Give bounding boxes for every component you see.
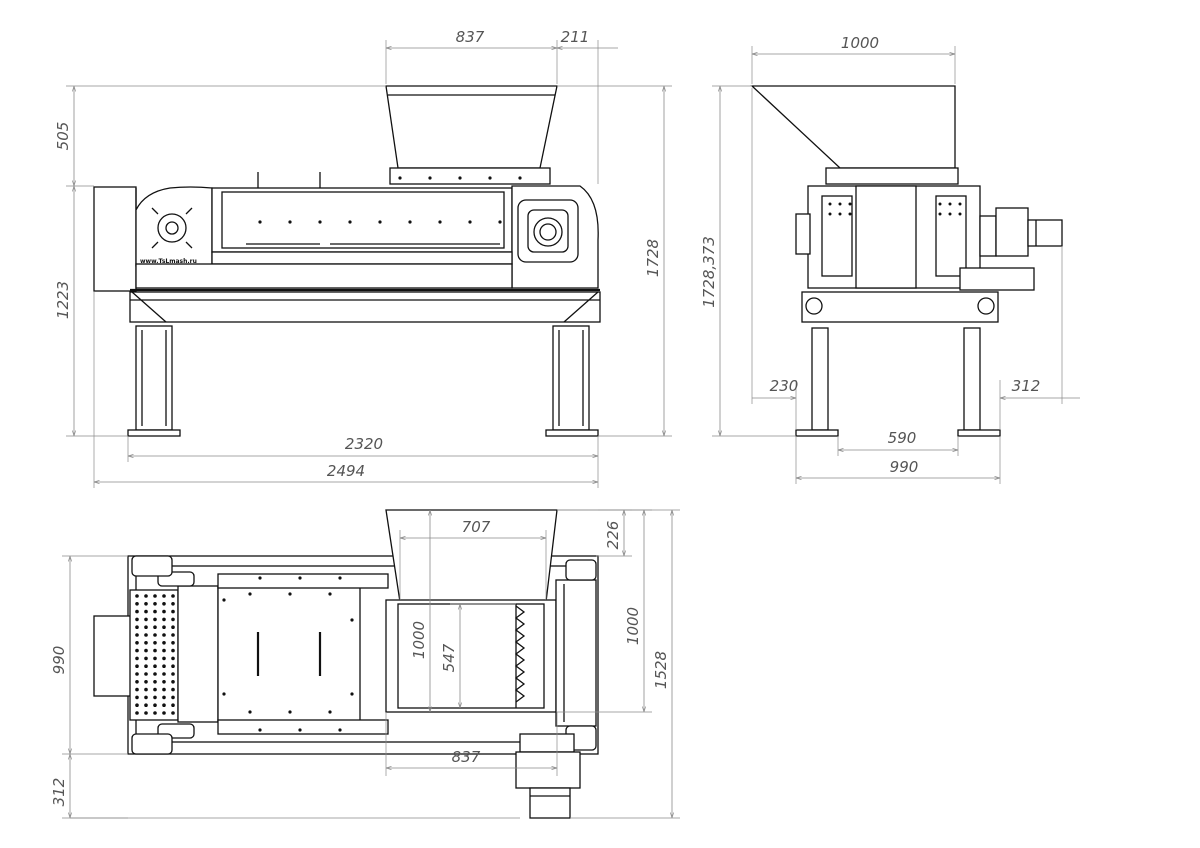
dim-body-width: 990 (50, 646, 68, 675)
dim-hopper-top: 226 (604, 521, 622, 550)
dim-inner-width: 547 (440, 643, 458, 672)
dim-legs-span: 2320 (345, 435, 383, 453)
dim-hopper-bottom-width: 837 (452, 748, 481, 766)
dim-left-overhang: 230 (770, 377, 799, 395)
dim-hopper-height: 505 (54, 122, 72, 151)
brand-logo-text: www.TsLmash.ru (140, 258, 197, 265)
dim-overall-width: 1528 (652, 651, 670, 689)
perforation-holes (135, 594, 175, 715)
dim-total-height: 1728 (644, 239, 662, 277)
gear-icon (151, 207, 193, 249)
top-view: 707 226 1000 1528 1000 547 990 312 (50, 509, 680, 819)
dim-legs-inner: 590 (888, 429, 917, 447)
dim-hopper-depth: 1000 (624, 607, 642, 645)
dim-motor-offset: 312 (50, 778, 68, 807)
side-view: 1000 1728,373 230 312 590 990 (700, 34, 1080, 484)
dim-right-overhang: 312 (1012, 377, 1041, 395)
dim-side-hopper-width: 1000 (841, 34, 879, 52)
dim-hopper-inner-width: 707 (462, 518, 491, 536)
dim-side-total-height: 1728,373 (700, 236, 718, 308)
dim-inner-depth: 1000 (410, 621, 428, 659)
dim-hopper-width: 837 (456, 28, 485, 46)
dim-overall-length: 2494 (327, 462, 365, 480)
dim-body-height: 1223 (54, 281, 72, 319)
dim-legs-outer: 990 (890, 458, 919, 476)
front-view: www.TsLmash.ru 837 211 505 1223 1728 232… (54, 28, 672, 488)
dim-hopper-offset: 211 (561, 28, 590, 46)
